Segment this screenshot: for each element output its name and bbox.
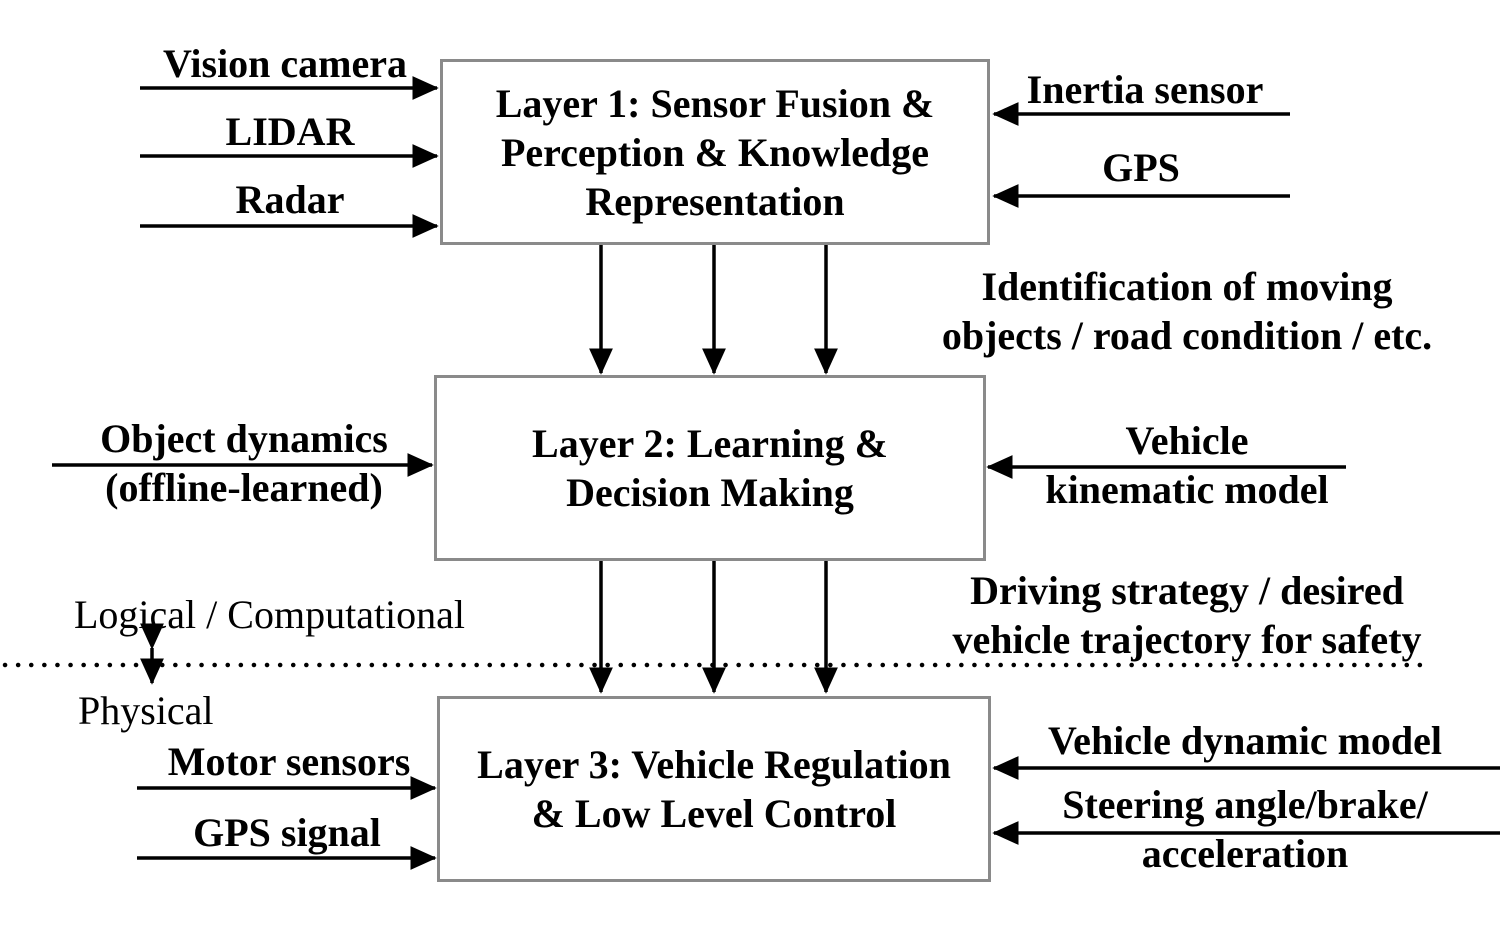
layer-2-box: Layer 2: Learning & Decision Making [434, 375, 986, 561]
label-layer-2-output: Driving strategy / desired vehicle traje… [952, 566, 1421, 664]
label-lidar: LIDAR [225, 109, 355, 154]
layer-3-title-line-2: & Low Level Control [531, 791, 897, 836]
steering-line-1: Steering angle/brake/ [1062, 782, 1428, 827]
label-vision-camera: Vision camera [162, 41, 408, 86]
label-radar: Radar [235, 177, 345, 222]
label-layer-1-output: Identification of moving objects / road … [942, 262, 1432, 360]
steering-line-2: acceleration [1141, 831, 1349, 876]
label-gps-signal: GPS signal [193, 810, 381, 855]
layer-2-output-line-2: vehicle trajectory for safety [952, 617, 1422, 662]
label-object-dynamics: Object dynamics (offline-learned) [100, 414, 388, 512]
layer-3-box: Layer 3: Vehicle Regulation & Low Level … [437, 696, 991, 882]
vehicle-kinematic-line-2: kinematic model [1045, 467, 1329, 512]
label-vehicle-dynamic-model: Vehicle dynamic model [1047, 718, 1443, 763]
object-dynamics-line-1: Object dynamics [100, 416, 388, 461]
layer-1-title-line-3: Representation [585, 178, 845, 224]
label-gps: GPS [1102, 145, 1180, 190]
label-inertia-sensor: Inertia sensor [1026, 67, 1264, 112]
label-physical: Physical [78, 688, 214, 733]
layer-1-box: Layer 1: Sensor Fusion & Perception & Kn… [440, 59, 990, 245]
layer-2-title-line-1: Layer 2: Learning & [532, 421, 888, 466]
layer-1-output-line-2: objects / road condition / etc. [941, 313, 1433, 358]
label-vehicle-kinematic-model: Vehicle kinematic model [1045, 416, 1328, 514]
label-motor-sensors: Motor sensors [167, 739, 411, 784]
layer-1-title-line-1: Layer 1: Sensor Fusion & [495, 80, 935, 126]
label-steering-brake-acceleration: Steering angle/brake/ acceleration [1062, 780, 1428, 878]
layer-1-title-line-2: Perception & Knowledge [500, 129, 930, 175]
label-logical-computational: Logical / Computational [74, 592, 466, 637]
layer-2-title-line-2: Decision Making [566, 470, 854, 515]
layer-2-output-line-1: Driving strategy / desired [970, 568, 1404, 613]
layer-3-title-line-1: Layer 3: Vehicle Regulation [477, 742, 951, 787]
object-dynamics-line-2: (offline-learned) [105, 465, 383, 510]
layer-1-output-line-1: Identification of moving [981, 264, 1393, 309]
vehicle-kinematic-line-1: Vehicle [1125, 418, 1249, 463]
